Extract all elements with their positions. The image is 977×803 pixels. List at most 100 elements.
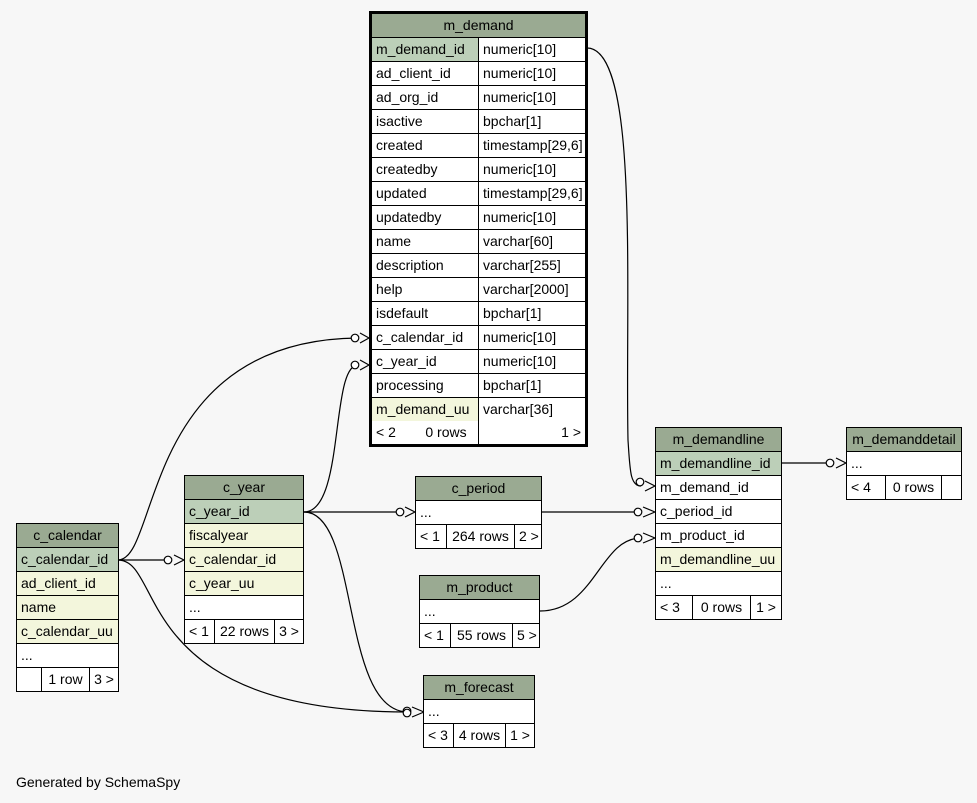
children-count: [941, 476, 961, 499]
children-count[interactable]: 1 >: [478, 421, 585, 444]
column-more[interactable]: ...: [420, 600, 539, 623]
children-count[interactable]: 3 >: [274, 620, 303, 643]
column-c_period_id[interactable]: c_period_id: [656, 500, 781, 523]
column-type: numeric[10]: [478, 62, 585, 85]
parents-count[interactable]: < 1: [420, 624, 450, 647]
column-name-isdefault[interactable]: isdefault: [372, 302, 478, 325]
column-name-name[interactable]: name: [372, 230, 478, 253]
column-name-description[interactable]: description: [372, 254, 478, 277]
column-name-c_calendar_id[interactable]: c_calendar_id: [372, 326, 478, 349]
row-count: 264 rows: [446, 525, 514, 548]
column-type: varchar[255]: [478, 254, 585, 277]
column-name-m_demand_id[interactable]: m_demand_id: [372, 38, 478, 61]
column-type: numeric[10]: [478, 350, 585, 373]
column-more[interactable]: ...: [656, 572, 781, 595]
parents-count: [17, 668, 41, 691]
parents-count[interactable]: < 1: [416, 525, 446, 548]
column-type: numeric[10]: [478, 86, 585, 109]
column-ad_client_id[interactable]: ad_client_id: [17, 572, 118, 595]
table-m_demandline[interactable]: m_demandline m_demandline_id m_demand_id…: [655, 427, 782, 620]
column-type: bpchar[1]: [478, 374, 585, 397]
generated-by-label: Generated by SchemaSpy: [16, 774, 181, 790]
column-more[interactable]: ...: [424, 700, 534, 723]
column-name-createdby[interactable]: createdby: [372, 158, 478, 181]
column-m_demandline_uu[interactable]: m_demandline_uu: [656, 548, 781, 571]
column-name-help[interactable]: help: [372, 278, 478, 301]
parents-count[interactable]: < 2: [372, 421, 414, 444]
column-name-ad_org_id[interactable]: ad_org_id: [372, 86, 478, 109]
row-count: 0 rows: [692, 596, 750, 619]
column-name-processing[interactable]: processing: [372, 374, 478, 397]
column-type: varchar[2000]: [478, 278, 585, 301]
column-c_year_uu[interactable]: c_year_uu: [185, 572, 303, 595]
table-c_calendar[interactable]: c_calendar c_calendar_id ad_client_id na…: [16, 523, 119, 692]
row-count: 55 rows: [450, 624, 512, 647]
column-name-created[interactable]: created: [372, 134, 478, 157]
children-count[interactable]: 1 >: [750, 596, 781, 619]
table-m_demanddetail[interactable]: m_demanddetail ... < 4 0 rows: [846, 427, 962, 500]
table-m_product[interactable]: m_product ... < 1 55 rows 5 >: [419, 575, 540, 648]
column-c_year_id[interactable]: c_year_id: [185, 500, 303, 523]
column-type: bpchar[1]: [478, 110, 585, 133]
column-fiscalyear[interactable]: fiscalyear: [185, 524, 303, 547]
column-type: numeric[10]: [478, 206, 585, 229]
column-type: bpchar[1]: [478, 302, 585, 325]
column-more[interactable]: ...: [17, 644, 118, 667]
parents-count[interactable]: < 4: [847, 476, 885, 499]
parents-count[interactable]: < 1: [185, 620, 214, 643]
column-name[interactable]: name: [17, 596, 118, 619]
column-m_product_id[interactable]: m_product_id: [656, 524, 781, 547]
children-count[interactable]: 2 >: [514, 525, 541, 548]
row-count: 0 rows: [414, 421, 478, 444]
parents-count[interactable]: < 3: [424, 724, 453, 747]
table-title: m_forecast: [424, 676, 534, 700]
column-c_calendar_id[interactable]: c_calendar_id: [17, 548, 118, 571]
table-title: m_demandline: [656, 428, 781, 452]
children-count[interactable]: 1 >: [505, 724, 534, 747]
row-count: 22 rows: [214, 620, 274, 643]
table-m_forecast[interactable]: m_forecast ... < 3 4 rows 1 >: [423, 675, 535, 748]
column-more[interactable]: ...: [185, 596, 303, 619]
column-m_demandline_id[interactable]: m_demandline_id: [656, 452, 781, 475]
column-more[interactable]: ...: [847, 452, 961, 475]
parents-count[interactable]: < 3: [656, 596, 692, 619]
column-more[interactable]: ...: [416, 501, 541, 524]
table-c_year[interactable]: c_year c_year_id fiscalyear c_calendar_i…: [184, 475, 304, 644]
column-name-c_year_id[interactable]: c_year_id: [372, 350, 478, 373]
column-name-updated[interactable]: updated: [372, 182, 478, 205]
table-title: m_product: [420, 576, 539, 600]
table-footer: < 1 55 rows 5 >: [420, 624, 539, 647]
table-title: m_demanddetail: [847, 428, 961, 452]
table-title: c_period: [416, 477, 541, 501]
column-type: numeric[10]: [478, 38, 585, 61]
column-c_calendar_id[interactable]: c_calendar_id: [185, 548, 303, 571]
table-c_period[interactable]: c_period ... < 1 264 rows 2 >: [415, 476, 542, 549]
column-name-isactive[interactable]: isactive: [372, 110, 478, 133]
column-m_demand_id[interactable]: m_demand_id: [656, 476, 781, 499]
table-footer: < 3 4 rows 1 >: [424, 724, 534, 747]
children-count[interactable]: 5 >: [512, 624, 539, 647]
column-name-ad_client_id[interactable]: ad_client_id: [372, 62, 478, 85]
column-name-updatedby[interactable]: updatedby: [372, 206, 478, 229]
column-name-m_demand_uu[interactable]: m_demand_uu: [372, 398, 478, 421]
children-count[interactable]: 3 >: [89, 668, 118, 691]
table-footer: < 3 0 rows 1 >: [656, 596, 781, 619]
column-c_calendar_uu[interactable]: c_calendar_uu: [17, 620, 118, 643]
